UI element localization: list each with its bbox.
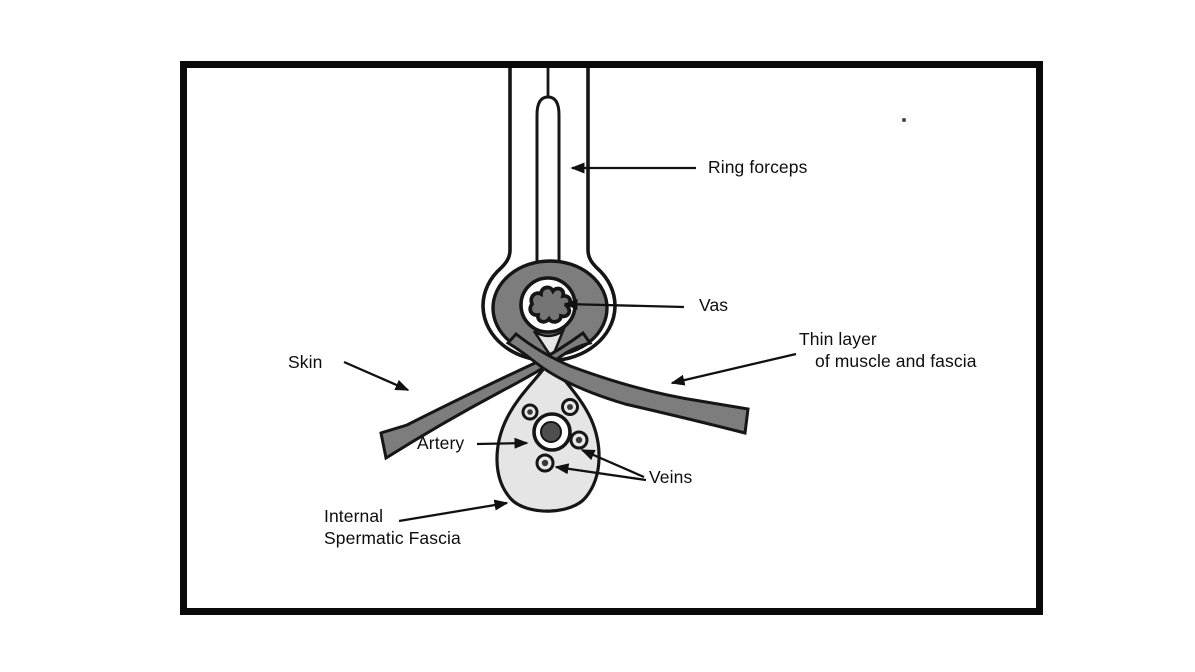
label-artery-text: Artery xyxy=(417,433,465,453)
label-internal-spermatic-fascia: Internal Spermatic Fascia xyxy=(324,506,461,549)
label-veins-text: Veins xyxy=(649,467,693,487)
label-vas-text: Vas xyxy=(699,295,729,315)
artery-lumen xyxy=(540,421,562,443)
arrow-veins-lower xyxy=(554,463,647,482)
label-thin-layer: Thin layer of muscle and fascia xyxy=(799,329,977,372)
arrow-internal-spermatic-fascia xyxy=(398,499,509,523)
arrow-skin xyxy=(343,360,410,392)
arrow-veins-upper xyxy=(580,448,645,479)
label-thin-layer-line1: Thin layer xyxy=(799,329,877,349)
arrow-thin-layer xyxy=(670,352,797,386)
arrow-artery xyxy=(476,437,529,449)
loop-opening-wedge xyxy=(532,327,566,361)
vein-top-right-dot xyxy=(567,404,573,410)
label-thin-layer-line2: of muscle and fascia xyxy=(815,350,977,371)
label-ring-forceps: Ring forceps xyxy=(708,157,807,179)
vein-bottom-dot xyxy=(541,459,549,467)
muscle-fascia-band-right xyxy=(505,331,750,435)
arrow-vas xyxy=(563,298,685,310)
label-isf-line1: Internal xyxy=(324,506,384,526)
label-artery: Artery xyxy=(417,433,464,455)
vein-right-dot xyxy=(575,436,583,444)
label-vas: Vas xyxy=(699,295,728,317)
label-skin: Skin xyxy=(288,352,322,374)
stray-dot xyxy=(902,118,906,122)
label-skin-text: Skin xyxy=(288,352,323,372)
label-veins: Veins xyxy=(649,467,692,489)
label-ring-forceps-text: Ring forceps xyxy=(708,157,808,177)
label-isf-line2: Spermatic Fascia xyxy=(324,527,461,548)
vein-top-left-dot xyxy=(527,409,533,415)
vas-cross-section xyxy=(528,285,573,324)
frame-border xyxy=(180,61,1043,615)
